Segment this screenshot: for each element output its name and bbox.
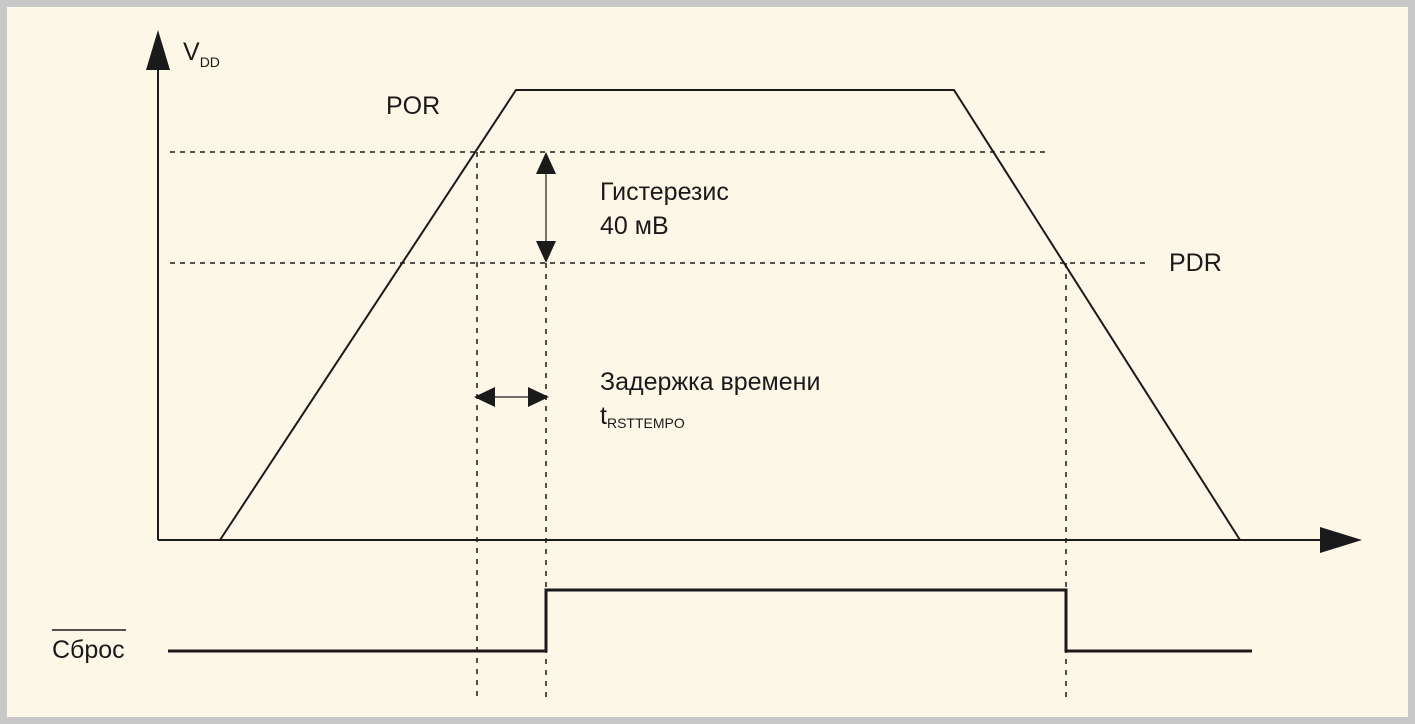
reset-waveform — [168, 588, 1252, 653]
hysteresis-arrow-down — [536, 241, 556, 263]
vdd-label: VDD — [183, 38, 220, 70]
delay-arrow-left — [474, 387, 495, 407]
delay-arrow-right — [528, 387, 549, 407]
pdr-label: PDR — [1169, 249, 1222, 277]
reset-label: Сброс — [52, 636, 125, 664]
hysteresis-label-line2: 40 мВ — [600, 212, 669, 240]
y-axis-arrow — [146, 30, 170, 70]
vdd-waveform — [219, 89, 1241, 541]
delay-symbol: tRSTTEMPO — [600, 402, 685, 431]
por-label: POR — [386, 92, 440, 120]
x-axis-arrow — [1320, 527, 1362, 553]
hysteresis-arrow-up — [536, 152, 556, 174]
hysteresis-label-line1: Гистерезис — [600, 178, 729, 206]
delay-label-line1: Задержка времени — [600, 368, 820, 396]
